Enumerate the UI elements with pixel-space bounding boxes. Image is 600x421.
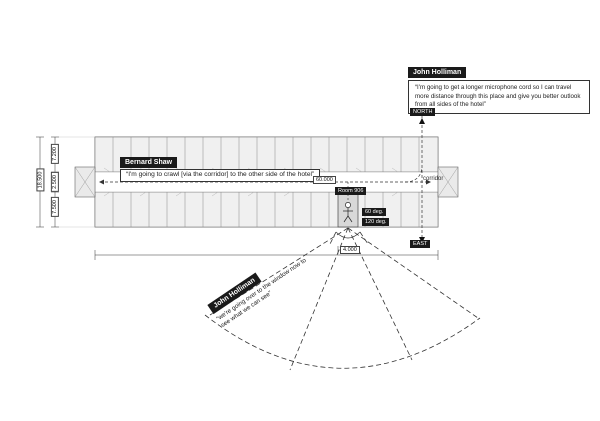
dim-2500-label: 2.500 bbox=[50, 172, 59, 192]
route-curve bbox=[404, 167, 423, 183]
room-906-label: Room 906 bbox=[335, 187, 367, 195]
corridor-arrow-left-icon bbox=[99, 179, 104, 185]
room-width-label: 4.000 bbox=[340, 246, 360, 254]
compass-north-label: NORTH bbox=[410, 108, 436, 116]
compass-east-label: EAST bbox=[410, 240, 431, 248]
quote-holliman-top: “I'm going to get a longer microphone co… bbox=[408, 80, 590, 114]
speaker-tag-shaw: Bernard Shaw bbox=[120, 157, 178, 168]
corridor-route bbox=[100, 100, 430, 240]
speaker-tag-holliman-top: John Holliman bbox=[408, 67, 467, 78]
view-arc-60 bbox=[335, 231, 361, 239]
dim-7500-label: 7.500 bbox=[50, 197, 59, 217]
corridor-label: corridor bbox=[423, 176, 444, 182]
quote-shaw: “I'm going to crawl [via the corridor] t… bbox=[120, 169, 321, 182]
length-60000-label: 60.000 bbox=[313, 176, 336, 184]
corridor-arrow-right-icon bbox=[426, 179, 431, 185]
overall-depth-label: 18.500 bbox=[36, 168, 45, 192]
north-arrow-icon bbox=[419, 118, 425, 124]
angle-120-label: 120 deg. bbox=[362, 218, 390, 226]
angle-60-label: 60 deg. bbox=[362, 208, 387, 216]
south-room-dividers bbox=[112, 192, 420, 227]
dim-7200-label: 7.200 bbox=[50, 144, 59, 164]
person-figure-icon bbox=[343, 202, 353, 223]
